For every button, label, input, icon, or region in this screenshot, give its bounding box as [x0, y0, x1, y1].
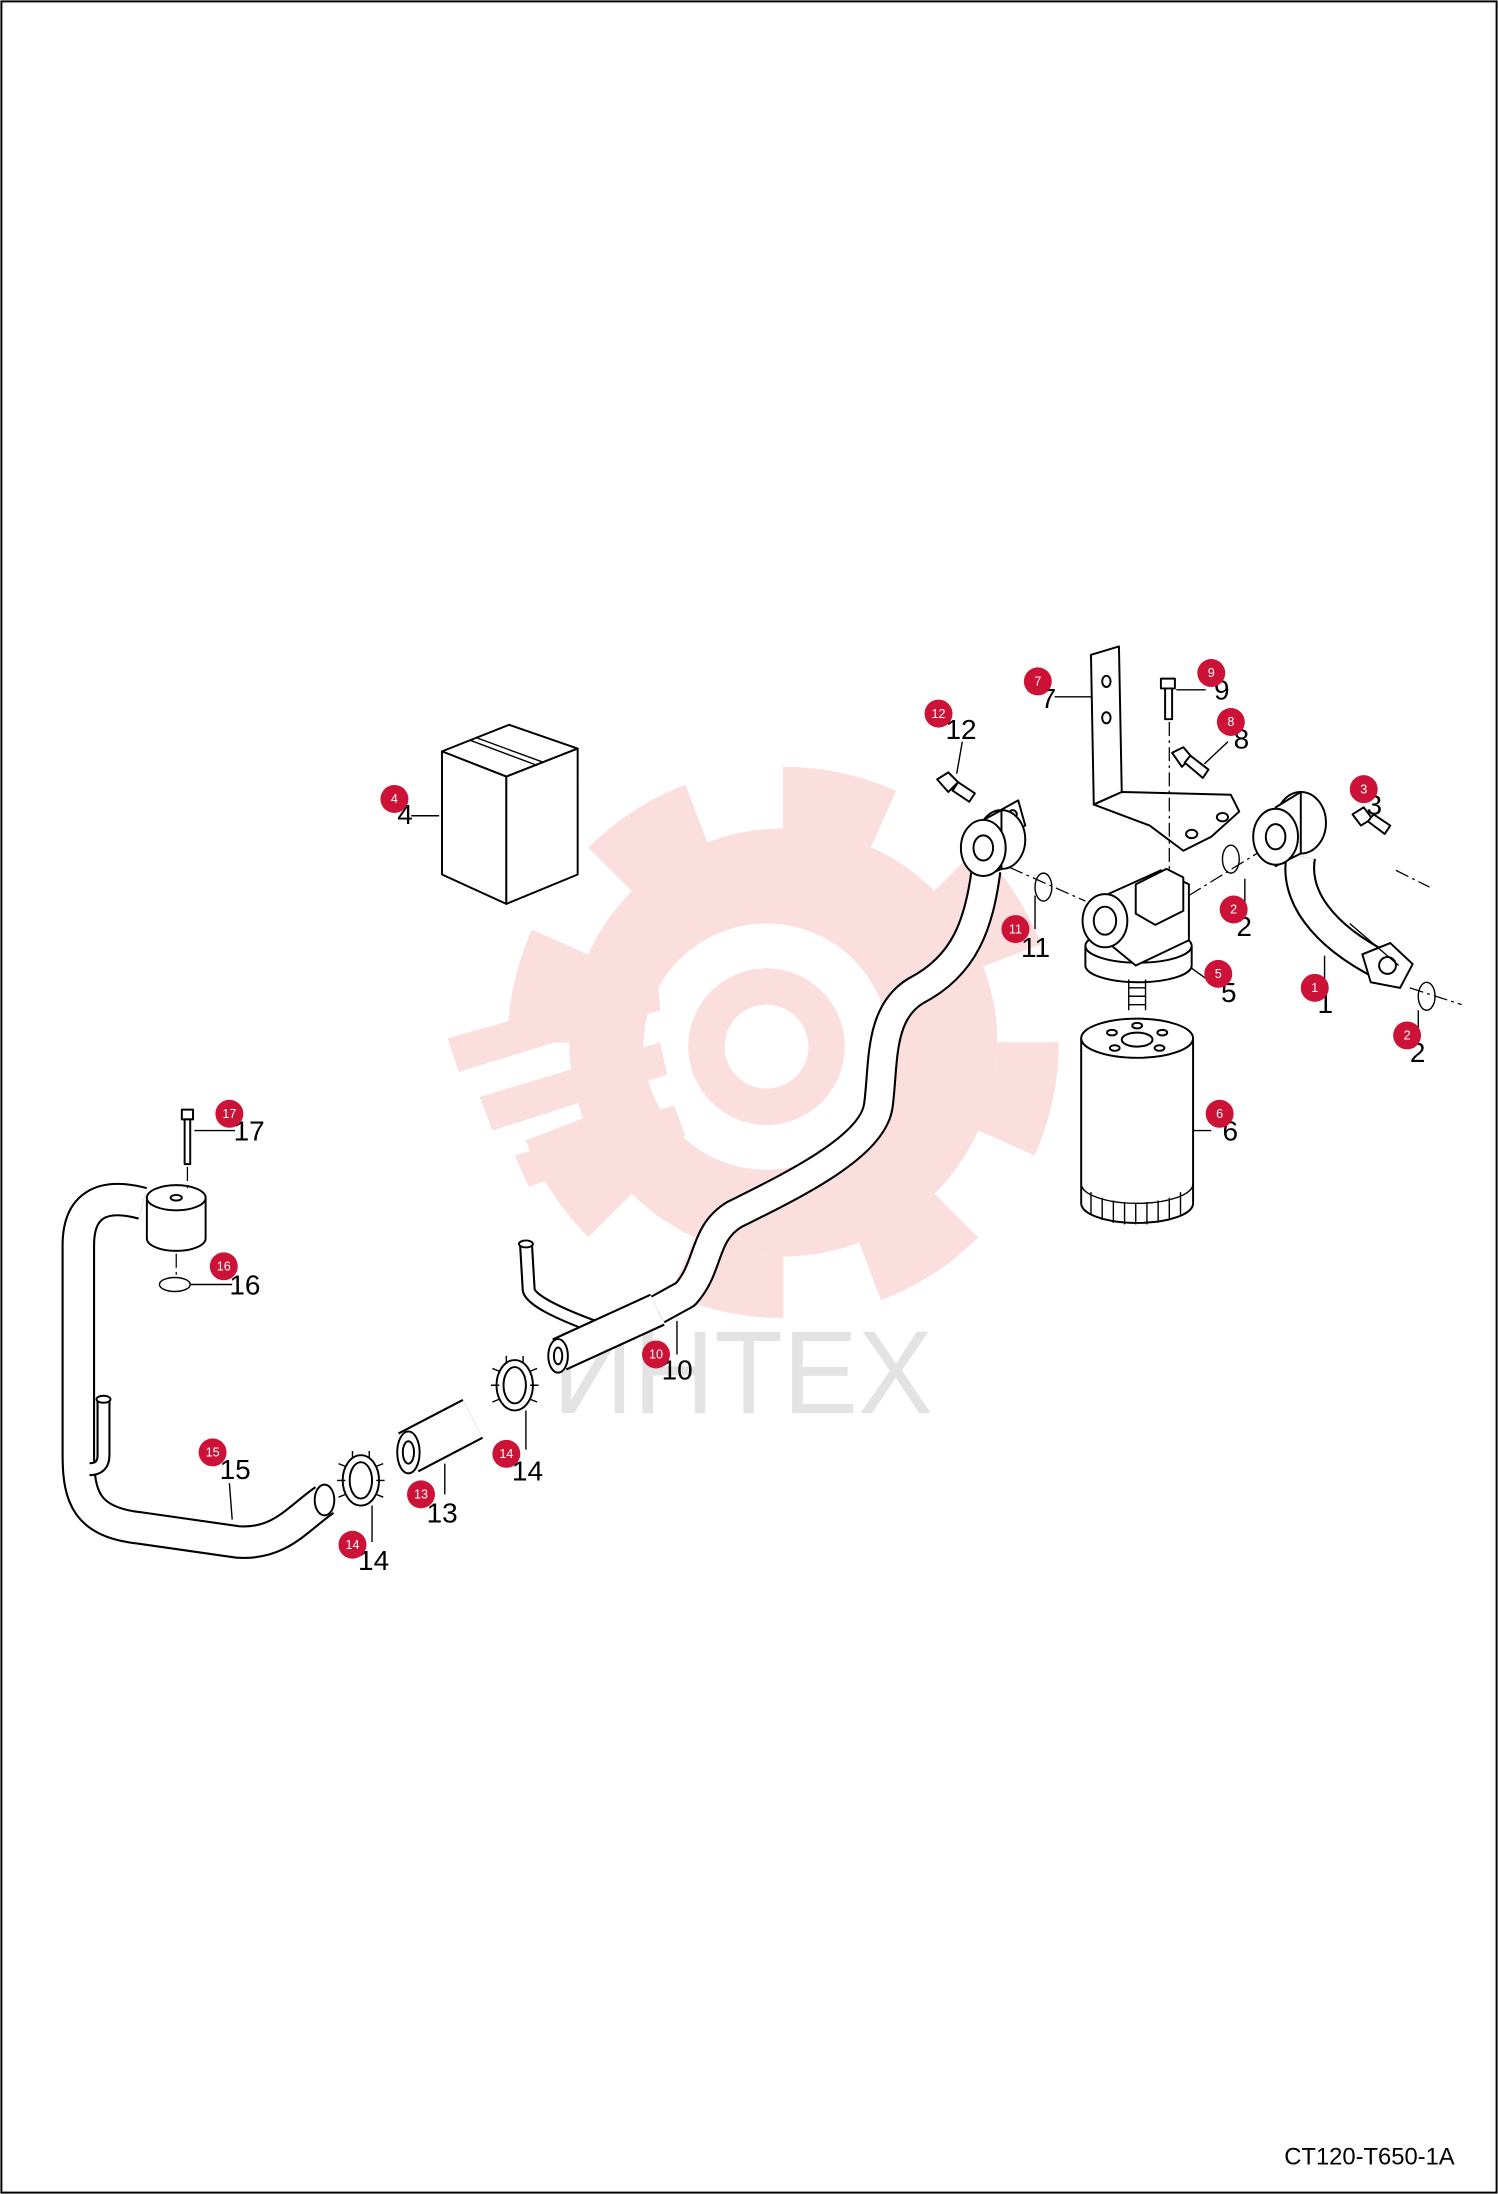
callout-marker [492, 1439, 521, 1468]
callout-number: 7 [1034, 675, 1041, 689]
callout-3: 3 3 [1349, 775, 1382, 820]
callout-number: 6 [1216, 1107, 1223, 1121]
callout-number: 4 [391, 792, 398, 806]
assembly-line [1009, 866, 1086, 902]
callout-16: 16 16 [190, 1252, 261, 1300]
callout-marker [1219, 895, 1248, 924]
callout-marker [380, 784, 409, 813]
callout-marker [1023, 667, 1052, 696]
callout-number: 14 [345, 1538, 359, 1552]
part-9-bolt [1159, 677, 1176, 721]
callout-marker [407, 1480, 435, 1509]
callout-14: 14 14 [338, 1505, 389, 1576]
part-2-o-ring [1221, 844, 1240, 874]
assembly-line [1188, 847, 1267, 897]
part-5-filter-head [1081, 867, 1193, 1011]
callout-marker [209, 1252, 238, 1281]
callout-marker [215, 1099, 244, 1128]
callout-number: 9 [1208, 666, 1215, 680]
callout-number: 5 [1215, 967, 1222, 981]
callout-15: 15 15 [198, 1438, 251, 1520]
callout-number: 12 [932, 707, 946, 721]
callout-4: 4 4 [380, 784, 440, 830]
callout-9: 9 9 [1176, 659, 1230, 706]
part-2-o-ring [1034, 872, 1053, 902]
callout-marker [1349, 775, 1378, 804]
part-17-bolt [180, 1108, 194, 1166]
part-10-tube [517, 1239, 665, 1374]
callout-2: 2 2 [1393, 1010, 1425, 1068]
callout-marker [338, 1530, 367, 1559]
callout-14: 14 14 [492, 1410, 543, 1486]
part-12-bolt [936, 771, 976, 803]
part-13-sleeve [396, 1398, 484, 1475]
callout-1: 1 1 [1300, 955, 1333, 1019]
callout-number: 14 [499, 1447, 513, 1461]
callout-marker [198, 1438, 227, 1467]
callout-marker [1393, 1021, 1422, 1050]
assembly-line [1395, 869, 1430, 888]
callout-11: 11 11 [1001, 895, 1050, 963]
part-14-clamp [337, 1451, 385, 1507]
part-11-hose [649, 799, 1027, 1324]
part-14-clamp [490, 1355, 539, 1412]
callout-6: 6 6 [1193, 1099, 1238, 1146]
callout-marker [1197, 659, 1226, 688]
callout-marker [1001, 915, 1030, 944]
banjo-block [145, 1184, 207, 1252]
callout-17: 17 17 [194, 1099, 265, 1146]
drawing-code: CT120-T650-1A [1284, 2144, 1455, 2171]
callout-number: 16 [217, 1260, 231, 1274]
callout-number: 13 [414, 1488, 428, 1502]
callout-10: 10 10 [642, 1320, 693, 1386]
callout-13: 13 13 [407, 1463, 458, 1528]
callout-number: 17 [222, 1107, 236, 1121]
part-1-pipe [1252, 790, 1414, 989]
callout-12: 12 12 [924, 699, 977, 774]
callout-number: 2 [1404, 1029, 1411, 1043]
callout-8: 8 8 [1203, 708, 1249, 765]
assembly-line [1409, 987, 1462, 1006]
callout-marker [1205, 1099, 1234, 1128]
callout-number: 3 [1360, 782, 1367, 796]
callout-number: 15 [206, 1446, 220, 1460]
watermark-gear-logo [447, 766, 1059, 1319]
part-15-hose [61, 1182, 336, 1559]
callout-marker [1216, 708, 1245, 736]
part-8-bolt [1171, 746, 1210, 779]
callout-marker [924, 699, 953, 728]
part-7-bracket [1090, 645, 1241, 852]
callout-marker [1204, 959, 1233, 988]
callout-marker [1300, 973, 1329, 1002]
part-4-box [441, 723, 579, 905]
callout-number: 11 [1009, 922, 1022, 936]
callout-number: 1 [1311, 981, 1318, 995]
callout-number: 8 [1227, 715, 1234, 729]
part-6-oil-filter [1080, 1017, 1195, 1225]
callout-number: 10 [649, 1348, 663, 1362]
part-3-bolt [1351, 806, 1392, 835]
callout-marker [642, 1340, 670, 1369]
callout-5: 5 5 [1191, 959, 1237, 1008]
callout-7: 7 7 [1023, 667, 1093, 714]
callout-number: 2 [1230, 903, 1237, 917]
callout-2: 2 2 [1219, 878, 1252, 942]
